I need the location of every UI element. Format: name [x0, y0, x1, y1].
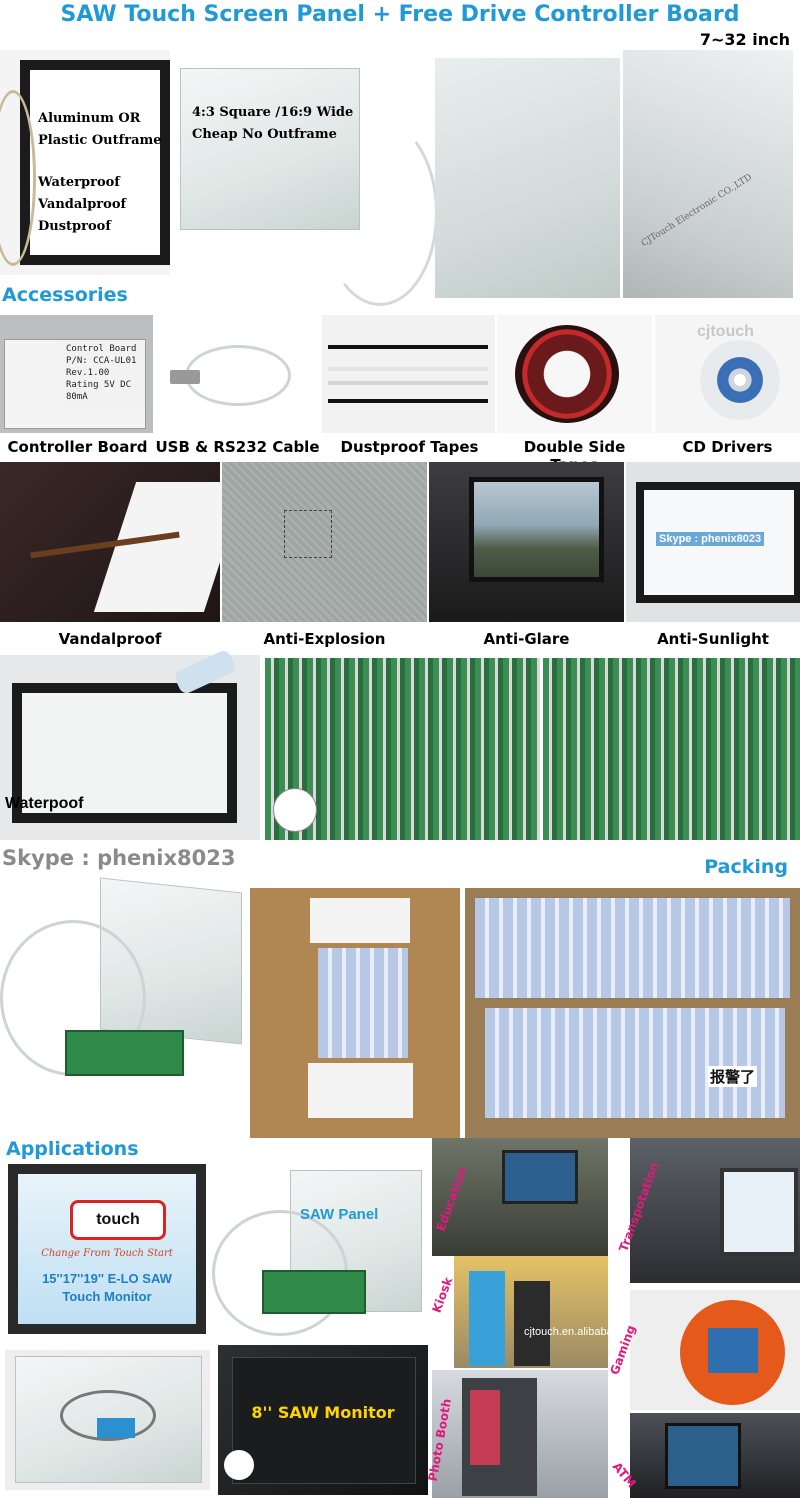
waterproof-label: Waterpoof [5, 795, 84, 812]
caption-usb-cable: USB & RS232 Cable [155, 438, 320, 456]
caption-anti-glare: Anti-Glare [483, 630, 570, 648]
outframe-text-1: Aluminum OR [38, 111, 141, 126]
production-boards-photo-2 [543, 658, 800, 840]
caption-anti-sunlight: Anti-Sunlight [657, 630, 769, 648]
monitor-text-2: Touch Monitor [62, 1289, 152, 1304]
atm-photo [630, 1413, 800, 1498]
kiosk-photo [454, 1256, 608, 1368]
watermark: CJTouch Electronic CO.,LTD [639, 172, 754, 249]
caption-anti-explosion: Anti-Explosion [263, 630, 386, 648]
saw-panel-label: SAW Panel [300, 1206, 379, 1223]
outframe-text-2: Plastic Outframe [38, 133, 162, 148]
outframe-text-4: Vandalproof [38, 197, 127, 212]
accessories-heading: Accessories [2, 284, 128, 306]
rolled-cable-panel-photo [5, 1350, 210, 1490]
gaming-photo [630, 1290, 800, 1410]
size-range: 7~32 inch [699, 30, 790, 49]
saw-panel-photo: SAW Panel [212, 1160, 427, 1340]
vandalproof-photo [0, 462, 247, 622]
skype-contact: Skype : phenix8023 [2, 846, 236, 870]
board-label-1: Control Board [66, 344, 137, 354]
waterproof-photo: Waterpoof [0, 648, 260, 840]
caption-dustproof-tapes: Dustproof Tapes [340, 438, 479, 456]
outframe-text-5: Dustproof [38, 219, 111, 234]
noframe-text-2: Cheap No Outframe [192, 127, 337, 142]
production-boards-photo-1 [265, 658, 540, 840]
open-frame-monitor-photo: touch Change From Touch Start 15''17''19… [8, 1164, 206, 1334]
outframe-text-3: Waterproof [38, 175, 120, 190]
caption-vandalproof: Vandalproof [58, 630, 162, 648]
photo-booth-photo [432, 1370, 608, 1498]
skype-overlay: Skype : phenix8023 [656, 532, 765, 546]
outframe-panel-photo: Aluminum OR Plastic Outframe Waterproof … [0, 50, 170, 275]
board-label-4: Rating 5V DC 80mA [66, 380, 132, 402]
applications-heading: Applications [6, 1138, 139, 1160]
page-title: SAW Touch Screen Panel + Free Drive Cont… [60, 2, 740, 27]
anti-sunlight-photo: Skype : phenix8023 [626, 462, 800, 622]
label-kiosk: Kiosk [429, 1275, 456, 1315]
education-photo [432, 1138, 608, 1256]
dustproof-tapes-photo [322, 315, 495, 433]
packing-heading: Packing [704, 856, 788, 878]
saw-monitor-label: 8'' SAW Monitor [251, 1403, 395, 1422]
noframe-panel-photo: 4:3 Square /16:9 Wide Cheap No Outframe [172, 50, 438, 306]
transportation-photo [630, 1138, 800, 1283]
packed-panels-photo: 报警了 [465, 888, 800, 1138]
noframe-text-1: 4:3 Square /16:9 Wide [192, 105, 354, 120]
monitor-text-1: 15''17''19'' E-LO SAW [42, 1271, 172, 1286]
board-label-3: Rev.1.00 [66, 368, 110, 378]
cd-drivers-photo: cjtouch [655, 315, 800, 433]
carton-box-photo [250, 888, 460, 1138]
board-label-2: P/N: CCA-UL01 [66, 356, 137, 366]
sticker-text: 报警了 [708, 1066, 758, 1087]
glass-panel-photo [435, 58, 620, 298]
panel-with-board-photo [0, 877, 245, 1135]
glass-panel-corner-photo: CJTouch Electronic CO.,LTD [623, 50, 793, 298]
monitor-logo: touch [70, 1200, 166, 1240]
site-watermark: cjtouch.en.alibaba.com [524, 1326, 637, 1338]
monitor-slogan: Change From Touch Start [41, 1248, 173, 1259]
controller-board-photo: Control Board P/N: CCA-UL01 Rev.1.00 Rat… [0, 315, 153, 433]
caption-controller-board: Controller Board [7, 438, 148, 456]
usage-scenes-grid: Education Transpotation Kiosk cjtouch.en… [426, 1138, 800, 1498]
caption-cd-drivers: CD Drivers [682, 438, 773, 456]
anti-glare-photo [429, 462, 624, 622]
cd-watermark: cjtouch [697, 323, 754, 340]
usb-cable-photo [155, 315, 320, 433]
double-side-tapes-photo [497, 315, 652, 433]
anti-explosion-photo [222, 462, 427, 622]
saw-monitor-photo: 8'' SAW Monitor [218, 1345, 428, 1495]
